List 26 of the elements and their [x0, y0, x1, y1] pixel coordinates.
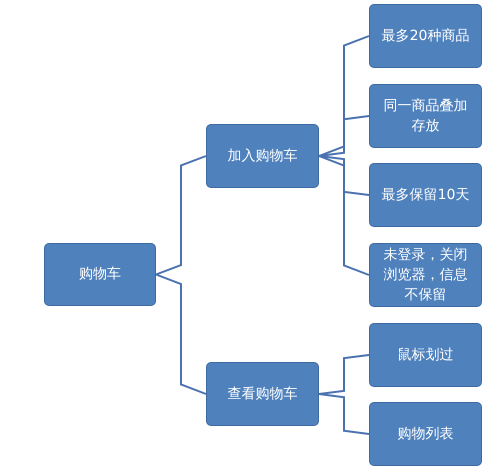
box-label: 未登录，关闭浏览器，信息不保留: [382, 246, 468, 306]
connector-line: [318, 155, 370, 196]
process-box: [369, 243, 482, 307]
process-box: [369, 4, 482, 68]
connector-line: [318, 155, 370, 276]
box-label: 最多保留10天: [382, 186, 470, 205]
box-label: 同一商品叠加存放: [382, 96, 468, 136]
box-label: 鼠标划过: [398, 346, 454, 365]
connector-line: [318, 354, 370, 395]
box-label: 购物列表: [398, 424, 454, 444]
process-box: [369, 402, 482, 466]
process-box: [369, 323, 482, 387]
box-label: 最多20种商品: [382, 26, 470, 46]
process-box: [44, 243, 156, 306]
process-box: [369, 163, 482, 227]
connector-line: [156, 155, 206, 276]
box-label: 购物车: [79, 265, 121, 284]
connector-line: [318, 35, 370, 157]
process-box: [369, 84, 482, 148]
box-label: 加入购物车: [228, 146, 298, 166]
connector-line: [156, 274, 206, 395]
process-box: [206, 124, 319, 188]
connector-line: [318, 393, 370, 435]
connector-line: [318, 115, 370, 157]
process-box: [206, 362, 319, 426]
box-label: 查看购物车: [228, 384, 298, 404]
